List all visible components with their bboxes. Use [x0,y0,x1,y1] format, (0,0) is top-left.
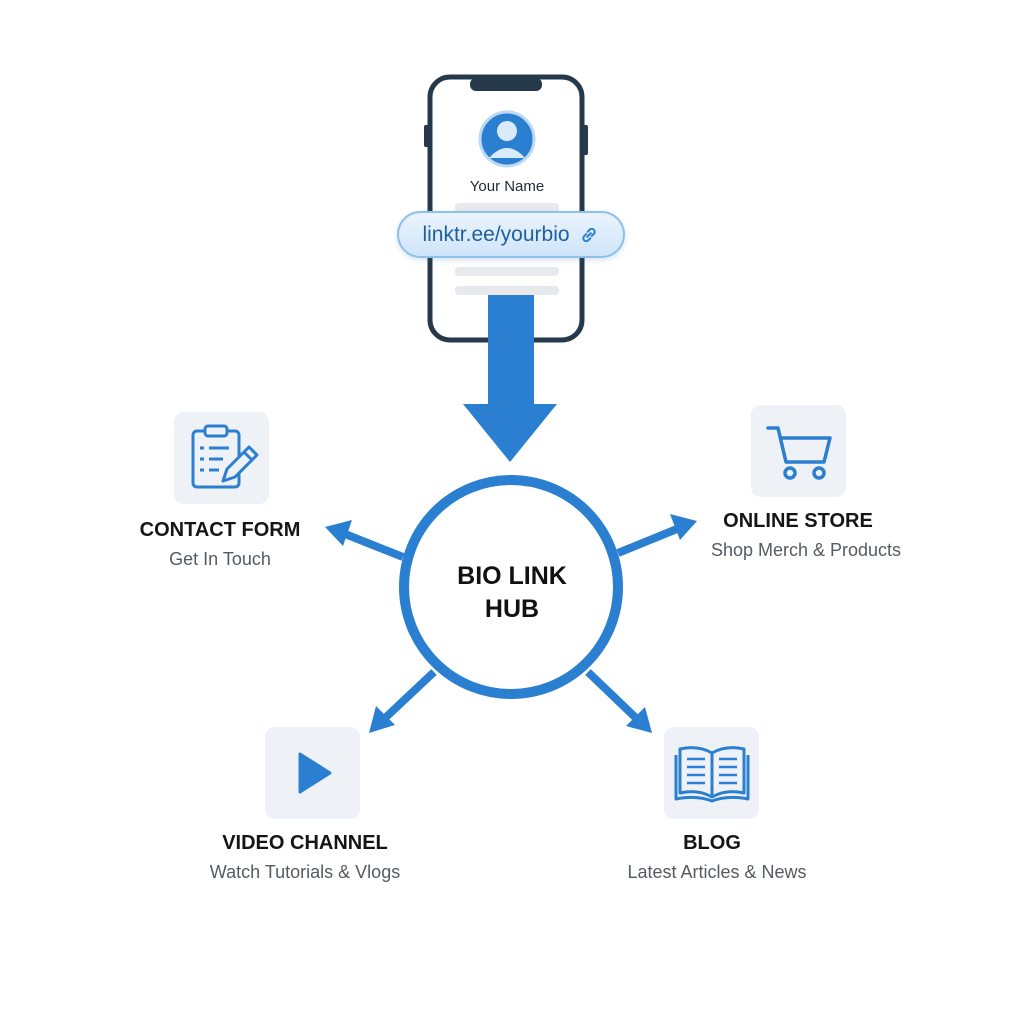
chain-link-icon [581,227,596,242]
arrow-to-blog [585,669,652,733]
online-store-title: ONLINE STORE [723,510,873,532]
online-store-tile[interactable] [751,405,846,497]
play-icon [298,752,331,794]
placeholder-line [455,286,559,295]
arrow-to-video [369,669,437,733]
video-channel-title: VIDEO CHANNEL [222,832,388,854]
contact-form-title: CONTACT FORM [139,519,301,541]
contact-form-subtitle: Get In Touch [169,549,271,569]
placeholder-line [455,203,559,212]
open-book-icon [674,746,749,803]
profile-name: Your Name [469,178,545,195]
hub-title: BIO LINK HUB [457,562,567,623]
blog-subtitle: Latest Articles & News [627,862,807,882]
blog-title: BLOG [683,832,741,854]
online-store-subtitle: Shop Merch & Products [710,540,902,560]
arrow-to-contact [325,520,405,561]
arrow-to-store [616,514,697,557]
clipboard-pencil-icon [191,424,258,489]
contact-form-tile[interactable] [174,412,269,504]
hub-circle [399,475,623,699]
avatar [478,110,536,168]
placeholder-line [455,267,559,276]
bio-link-text: linktr.ee/yourbio [422,222,570,246]
phone-notch [470,78,542,91]
bio-link-pill[interactable]: linktr.ee/yourbio [397,211,625,258]
blog-tile[interactable] [664,727,759,819]
phone-mockup [424,74,588,343]
down-arrow [463,295,557,462]
video-channel-tile[interactable] [265,727,360,819]
video-channel-subtitle: Watch Tutorials & Vlogs [209,862,401,882]
shopping-cart-icon [765,426,832,480]
